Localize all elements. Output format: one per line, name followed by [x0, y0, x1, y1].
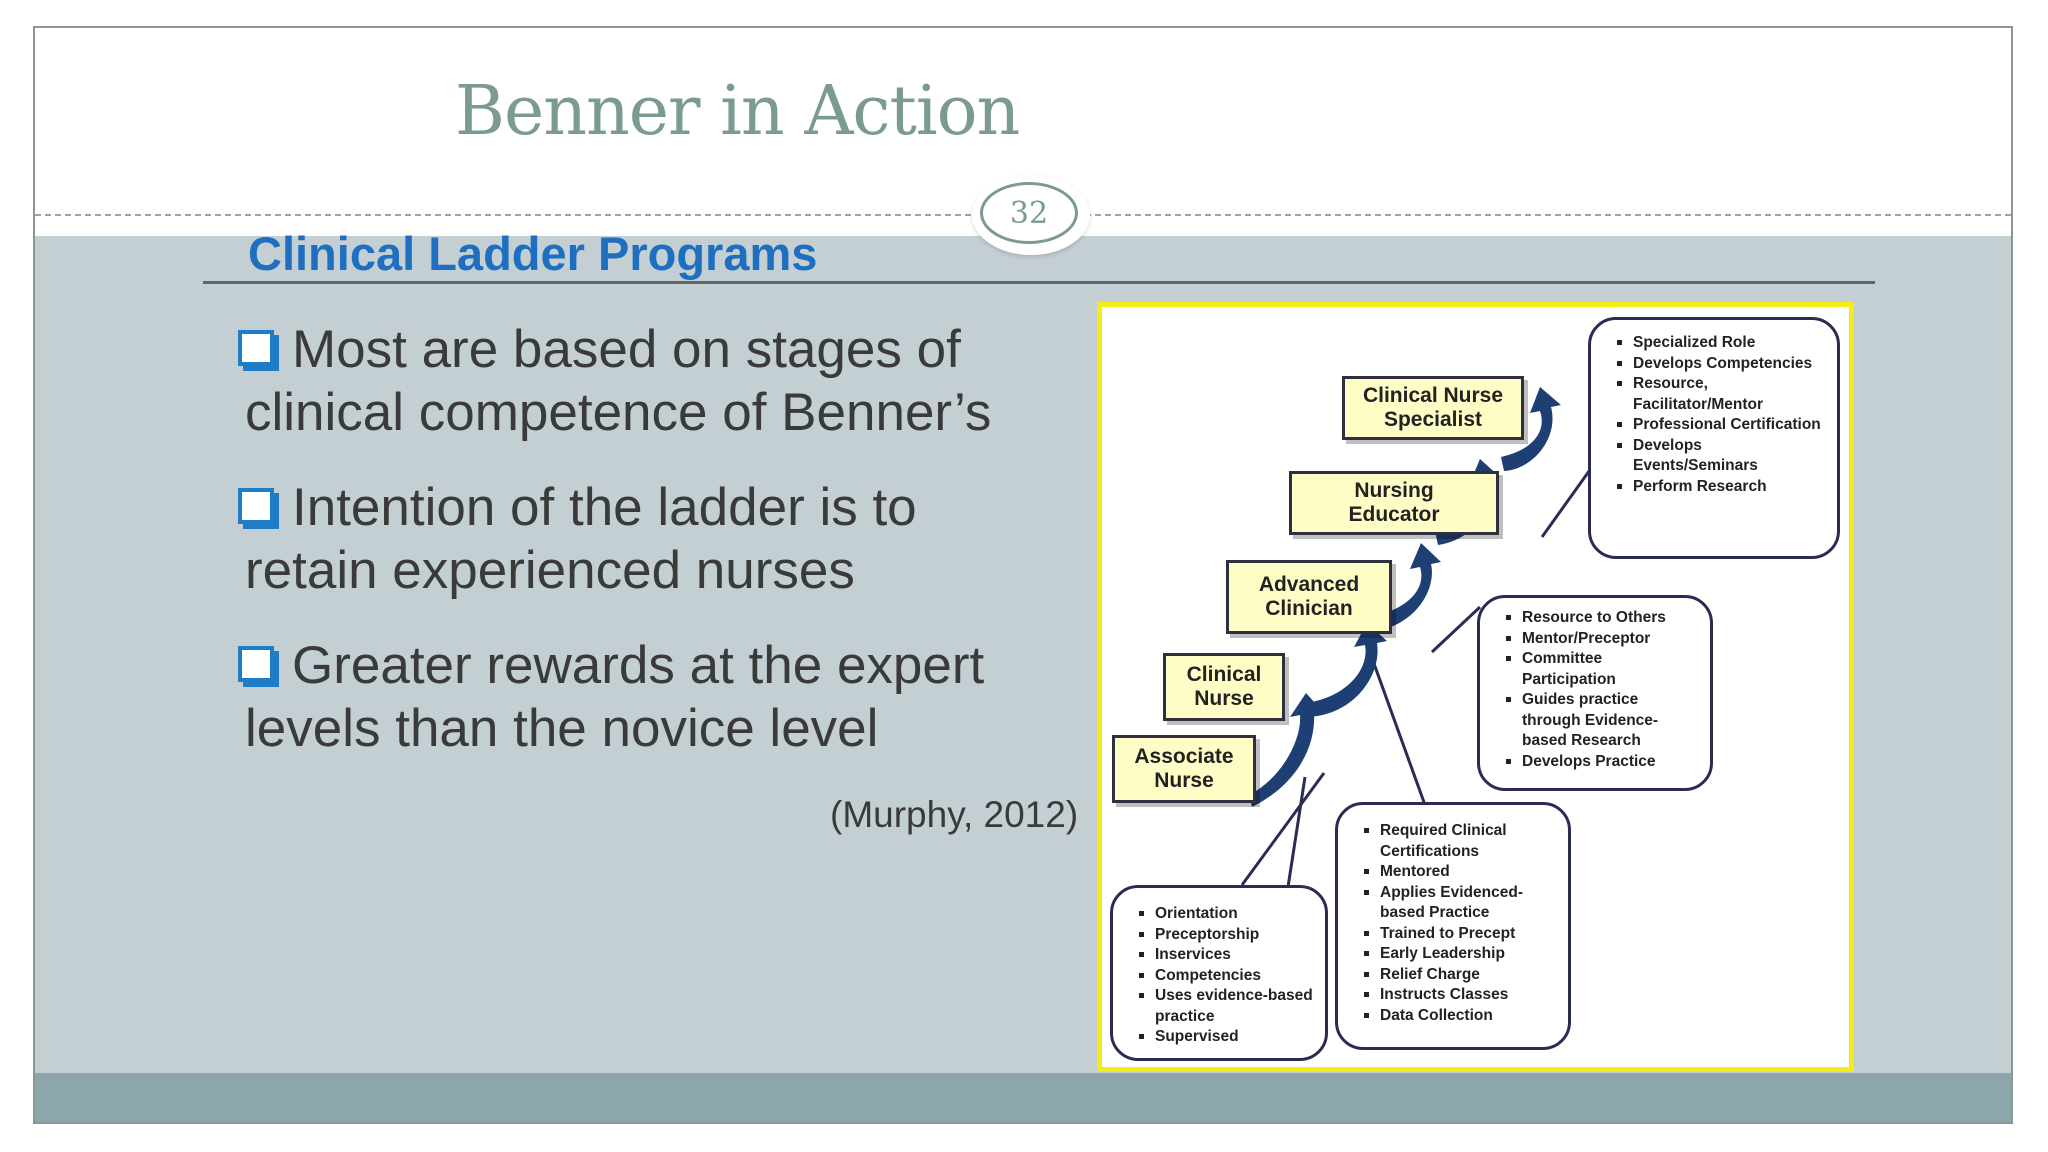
connector-line [1366, 646, 1427, 806]
step-clinical-nurse-specialist: Clinical Nurse Specialist [1342, 376, 1524, 440]
checkbox-bullet-icon [238, 488, 274, 524]
list-item: Guides practice through Evidence- based … [1506, 690, 1700, 752]
subtitle-underline [203, 281, 1875, 284]
list-item: Applies Evidenced- based Practice [1364, 883, 1558, 924]
step-arrow-icon [1249, 693, 1324, 807]
page-number-badge: 32 [972, 175, 1090, 255]
list-item: Data Collection [1364, 1006, 1558, 1027]
list-item: Professional Certification [1617, 415, 1827, 436]
list-item: Mentored [1364, 862, 1558, 883]
bullet-3-line-2: levels than the novice level [245, 699, 879, 758]
list-item: Develops Practice [1506, 752, 1700, 773]
connector-line [1540, 466, 1594, 538]
slide-title: Benner in Action [455, 72, 1020, 151]
step-arrow-icon [1501, 387, 1561, 471]
slide: Benner in Action 32 Clinical Ladder Prog… [33, 26, 2013, 1124]
step-nursing-educator: Nursing Educator [1289, 471, 1499, 535]
list-item: Required Clinical Certifications [1364, 821, 1558, 862]
associate-duties-box: Orientation Preceptorship Inservices Com… [1110, 885, 1328, 1061]
checkbox-bullet-icon [238, 330, 274, 366]
list-item: Supervised [1139, 1027, 1315, 1048]
step-advanced-clinician: Advanced Clinician [1226, 560, 1392, 634]
list-item: Mentor/Preceptor [1506, 629, 1700, 650]
bullet-1-line-2: clinical competence of Benner’s [245, 383, 992, 442]
list-item: Resource, Facilitator/Mentor [1617, 374, 1827, 415]
list-item: Relief Charge [1364, 965, 1558, 986]
footer-band [35, 1073, 2011, 1122]
list-item: Committee Participation [1506, 649, 1700, 690]
page-number: 32 [980, 182, 1078, 244]
list-item: Uses evidence-based practice [1139, 986, 1315, 1027]
clinical-duties-box: Required Clinical Certifications Mentore… [1335, 802, 1571, 1050]
bullet-2-line-1: Intention of the ladder is to [292, 478, 917, 537]
advanced-duties-box: Resource to Others Mentor/Preceptor Comm… [1477, 595, 1713, 791]
list-item: Preceptorship [1139, 925, 1315, 946]
list-item: Perform Research [1617, 477, 1827, 498]
citation: (Murphy, 2012) [830, 794, 1079, 835]
specialist-duties-box: Specialized Role Develops Competencies R… [1588, 317, 1840, 559]
step-associate-nurse: Associate Nurse [1112, 735, 1256, 803]
list-item: Specialized Role [1617, 333, 1827, 354]
slide-subtitle: Clinical Ladder Programs [248, 227, 818, 280]
list-item: Competencies [1139, 966, 1315, 987]
bullet-1-line-1: Most are based on stages of [292, 320, 961, 379]
step-clinical-nurse: Clinical Nurse [1163, 653, 1285, 721]
list-item: Develops Competencies [1617, 354, 1827, 375]
clinical-ladder-diagram: Associate Nurse Clinical Nurse Advanced … [1097, 302, 1854, 1072]
list-item: Inservices [1139, 945, 1315, 966]
list-item: Trained to Precept [1364, 924, 1558, 945]
connector-line [1286, 776, 1307, 888]
step-arrow-icon [1370, 543, 1441, 631]
list-item: Instructs Classes [1364, 985, 1558, 1006]
step-arrow-icon [1305, 623, 1387, 717]
list-item: Orientation [1139, 904, 1315, 925]
bullet-2-line-2: retain experienced nurses [245, 541, 855, 600]
list-item: Early Leadership [1364, 944, 1558, 965]
connector-line [1430, 605, 1482, 654]
connector-line [1240, 772, 1326, 886]
list-item: Resource to Others [1506, 608, 1700, 629]
bullet-3-line-1: Greater rewards at the expert [292, 636, 985, 695]
checkbox-bullet-icon [238, 646, 274, 682]
list-item: Develops Events/Seminars [1617, 436, 1827, 477]
